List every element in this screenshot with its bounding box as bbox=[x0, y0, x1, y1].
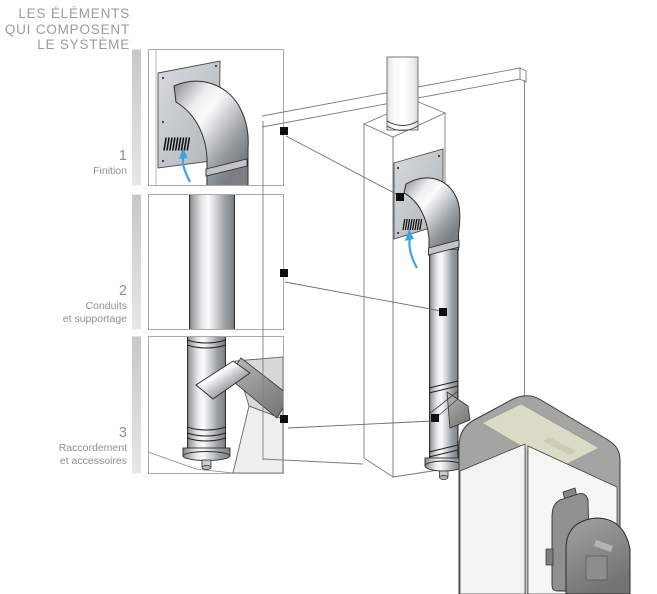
airflow-arrow-icon bbox=[179, 148, 191, 183]
boiler-left-face bbox=[459, 443, 526, 594]
finition-detail-drawing bbox=[155, 50, 249, 185]
panel-side-bars bbox=[132, 49, 141, 474]
tee-branch-duct bbox=[446, 391, 471, 429]
page-title: LES ÉLÉMENTS QUI COMPOSENT LE SYSTÈME bbox=[0, 6, 130, 53]
raccordement-detail-drawing bbox=[149, 337, 283, 473]
marker-panel-3 bbox=[280, 415, 288, 423]
callout-markers bbox=[280, 127, 447, 423]
burner-panel bbox=[585, 555, 608, 581]
airflow-arrow-icon bbox=[405, 229, 418, 269]
plate-screws bbox=[161, 64, 218, 163]
duct-joint-rings bbox=[186, 339, 227, 442]
conduit-detail-drawing bbox=[189, 195, 235, 329]
marker-wall-plate bbox=[396, 193, 404, 201]
legend-label: et supportage bbox=[62, 312, 127, 325]
vent-grille bbox=[402, 218, 423, 231]
callout-lines bbox=[284, 135, 442, 429]
legend-item-finition: 1 Finition bbox=[0, 148, 127, 178]
title-line-1: LES ÉLÉMENTS bbox=[18, 6, 130, 21]
metal-elbow bbox=[173, 80, 249, 185]
burner-vent bbox=[594, 540, 613, 552]
pipe-collar bbox=[428, 239, 460, 256]
straight-duct bbox=[189, 195, 235, 329]
metal-elbow bbox=[403, 177, 461, 251]
marker-duct bbox=[439, 308, 447, 316]
legend-number: 1 bbox=[118, 148, 127, 164]
marker-panel-2 bbox=[280, 269, 288, 277]
main-installation-scene bbox=[261, 56, 631, 594]
duct-joint-rings bbox=[428, 380, 459, 458]
vent-grille bbox=[163, 137, 191, 151]
title-line-2: QUI COMPOSENT bbox=[4, 21, 130, 37]
marker-tee bbox=[431, 414, 439, 422]
legend-label: Conduits bbox=[85, 300, 127, 312]
legend-number: 2 bbox=[118, 283, 127, 299]
tee-sleeve bbox=[195, 360, 251, 400]
title-line-3: LE SYSTÈME bbox=[37, 37, 130, 52]
boiler-corner-front bbox=[232, 405, 283, 473]
floor-line bbox=[149, 451, 234, 473]
legend-item-raccordement: 3 Raccordement et accessoires bbox=[0, 425, 127, 467]
burner bbox=[545, 487, 631, 594]
marker-panel-1 bbox=[280, 127, 288, 135]
legend-label: et accessoires bbox=[59, 454, 127, 467]
legend-label: Finition bbox=[93, 165, 127, 177]
upper-flue-pipe bbox=[386, 56, 419, 131]
legend-item-conduits: 2 Conduits et supportage bbox=[0, 283, 127, 325]
vertical-duct bbox=[429, 250, 459, 465]
base-cap bbox=[182, 447, 231, 470]
legend-number: 3 bbox=[118, 425, 127, 441]
pipe-collar bbox=[205, 158, 248, 177]
legend-label: Raccordement bbox=[58, 442, 127, 454]
burner-lug bbox=[545, 548, 554, 566]
base-cap bbox=[424, 457, 463, 480]
boiler-top-label bbox=[543, 437, 576, 455]
